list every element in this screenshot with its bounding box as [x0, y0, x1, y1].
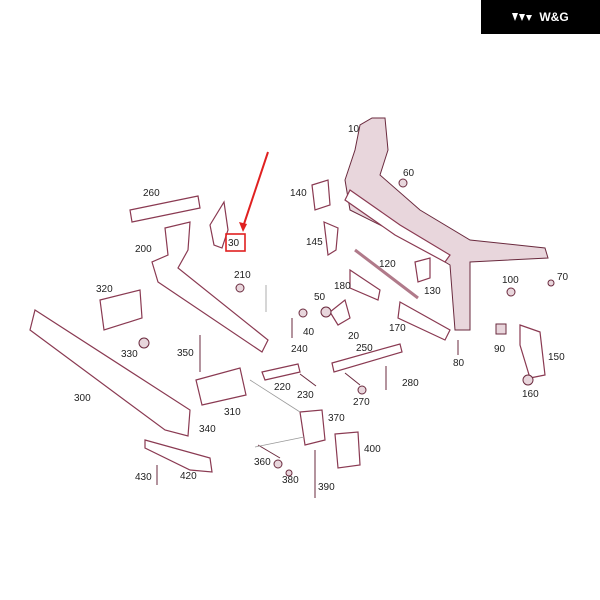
part-label: 20 — [348, 331, 360, 342]
part-label: 270 — [353, 397, 370, 408]
housing-400 — [334, 431, 361, 469]
part-label: 150 — [548, 352, 565, 363]
panel-170 — [397, 301, 451, 341]
bracket-140 — [311, 179, 331, 211]
bar-250 — [331, 343, 403, 373]
bracket-20 — [329, 298, 351, 326]
part-label: 180 — [334, 281, 351, 292]
bracket-320 — [99, 289, 143, 331]
part-label: 370 — [328, 413, 345, 424]
logo-text: W&G — [539, 10, 569, 24]
bracket-150 — [519, 324, 546, 379]
rod-120 — [354, 248, 419, 300]
part-label: 145 — [306, 237, 323, 248]
part-label: 70 — [557, 272, 569, 283]
part-label: 90 — [494, 344, 506, 355]
part-label: 300 — [74, 393, 91, 404]
part-label: 360 — [254, 457, 271, 468]
leader-310 — [249, 379, 301, 413]
part-label: 400 — [364, 444, 381, 455]
bracket-180 — [349, 268, 381, 301]
part-label: 40 — [303, 327, 315, 338]
part-label: 80 — [453, 358, 465, 369]
bracket-130 — [414, 257, 431, 283]
part-label: 50 — [314, 292, 326, 303]
leader-360 — [254, 436, 305, 448]
part-label: 310 — [224, 407, 241, 418]
part-label: 250 — [356, 343, 373, 354]
part-label-highlighted: 30 — [228, 238, 240, 249]
bolts — [138, 178, 555, 498]
bar-260 — [129, 195, 201, 223]
part-label: 210 — [234, 270, 251, 281]
part-label: 130 — [424, 286, 441, 297]
part-label: 100 — [502, 275, 519, 286]
part-label: 160 — [522, 389, 539, 400]
brand-logo: W&G — [481, 0, 600, 34]
part-label: 230 — [297, 390, 314, 401]
part-label: 390 — [318, 482, 335, 493]
arrow-head-icon — [239, 222, 247, 232]
part-label: 320 — [96, 284, 113, 295]
part-label: 10 — [348, 124, 360, 135]
part-label: 340 — [199, 424, 216, 435]
part-label: 170 — [389, 323, 406, 334]
bracket-310 — [195, 367, 247, 406]
part-label: 380 — [282, 475, 299, 486]
bar-420 — [144, 439, 213, 473]
bumper-beam-300 — [29, 309, 191, 437]
bracket-220 — [261, 363, 301, 381]
part-label: 430 — [135, 472, 152, 483]
wg-triangles-icon — [512, 13, 533, 21]
part-label: 280 — [402, 378, 419, 389]
highlight-box — [225, 233, 246, 252]
part-label: 200 — [135, 244, 152, 255]
highlight-arrow — [242, 151, 269, 228]
part-label: 260 — [143, 188, 160, 199]
part-label: 60 — [403, 168, 415, 179]
front-module-carrier — [344, 117, 549, 331]
part-label: 420 — [180, 471, 197, 482]
part-label: 140 — [290, 188, 307, 199]
bracket-30 — [209, 200, 229, 249]
bracket-370 — [299, 409, 326, 446]
part-label: 220 — [274, 382, 291, 393]
bracket-145 — [323, 221, 339, 257]
crossbar-200 — [151, 221, 269, 353]
part-label: 240 — [291, 344, 308, 355]
part-label: 350 — [177, 348, 194, 359]
part-label: 120 — [379, 259, 396, 270]
part-label: 330 — [121, 349, 138, 360]
